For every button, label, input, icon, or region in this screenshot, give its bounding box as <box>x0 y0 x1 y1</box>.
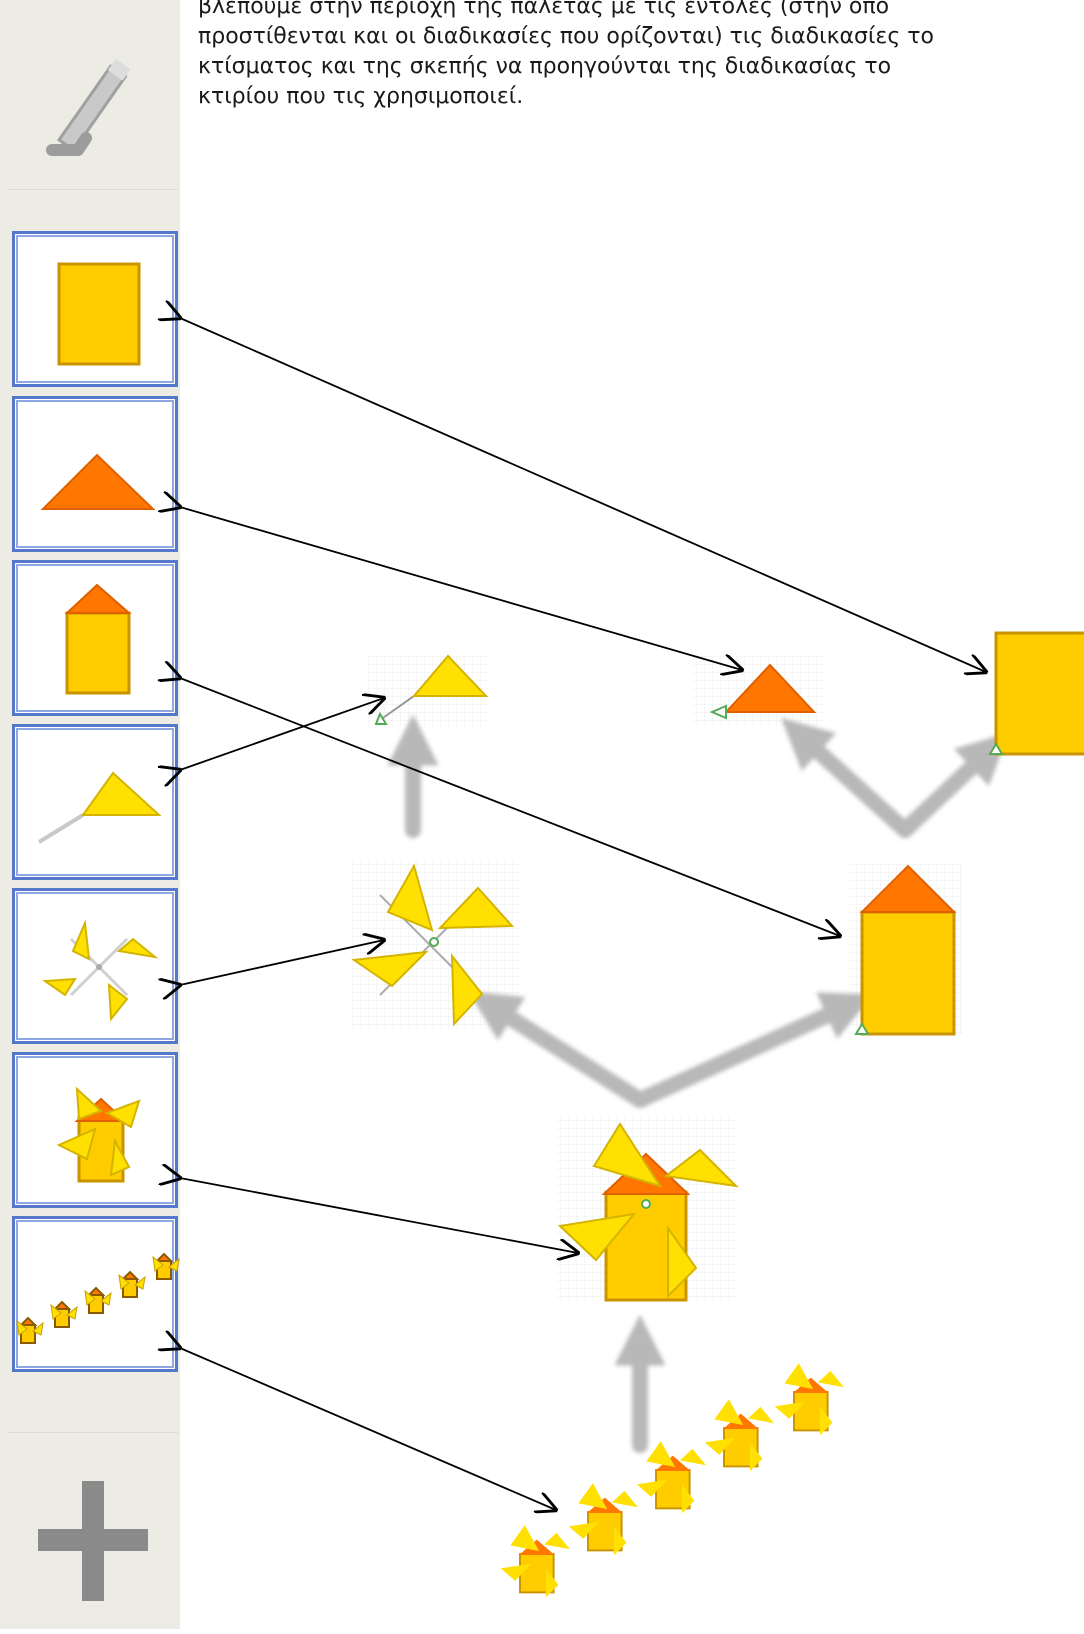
house-icon <box>64 583 132 695</box>
text-line: προστίθενται και οι διαδικασίες που ορίζ… <box>198 24 934 49</box>
add-procedure-button[interactable] <box>8 1432 178 1629</box>
connector-arrows <box>180 318 986 1510</box>
hierarchy-arrows <box>387 714 1009 1453</box>
rectangle-shape <box>988 631 1084 756</box>
windmill-sails-icon <box>42 919 159 1022</box>
text-line: βλέπουμε στην περιοχή της παλέτας με τις… <box>198 0 890 19</box>
procedure-sails-button[interactable] <box>12 888 178 1044</box>
windmill-row-icon <box>16 1252 180 1344</box>
pencil-icon <box>46 58 131 156</box>
plus-icon <box>38 1481 148 1601</box>
procedure-windmill-row-button[interactable] <box>12 1216 180 1372</box>
windmill-icon <box>56 1086 141 1183</box>
command-palette <box>0 0 180 1629</box>
procedure-roof-button[interactable] <box>12 396 178 552</box>
procedure-windmill-button[interactable] <box>12 1052 178 1208</box>
flag-sail-icon <box>37 771 162 844</box>
pencil-tool-button[interactable] <box>8 0 178 190</box>
text-line: κτίσματος και της σκεπής να προηγούνται … <box>198 54 892 79</box>
procedure-flag-button[interactable] <box>12 724 178 880</box>
rectangle-icon <box>57 262 141 366</box>
text-line: κτιρίου που τις χρησιμοποιεί. <box>198 84 524 109</box>
house-shape <box>854 864 957 1036</box>
description-text: βλέπουμε στην περιοχή της παλέτας με τις… <box>198 0 1084 112</box>
windmill-row-shape <box>500 1363 844 1598</box>
triangle-roof-icon <box>40 453 156 510</box>
windmill-shape <box>557 1122 739 1302</box>
